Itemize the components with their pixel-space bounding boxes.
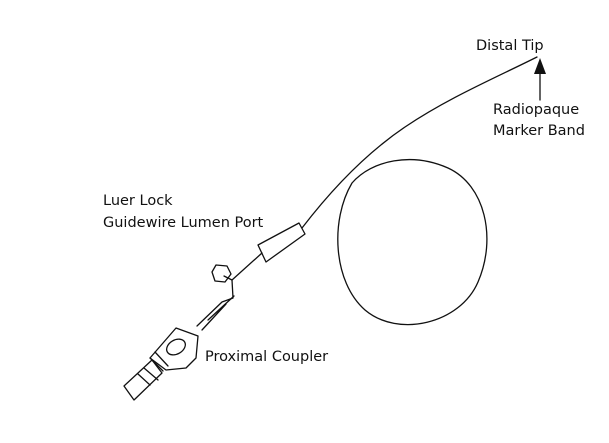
coupler-body (149, 327, 199, 371)
label-marker-band: Marker Band (493, 123, 585, 139)
label-distal-tip: Distal Tip (476, 38, 544, 54)
marker-arrowhead (534, 58, 546, 74)
catheter-shaft (301, 56, 538, 229)
proximal-shaft-upper (231, 252, 263, 281)
luer-hub (257, 222, 306, 263)
coupler-window (166, 338, 186, 356)
catheter-loop (337, 158, 488, 326)
strain-relief (201, 295, 235, 331)
coupler-connector (123, 359, 163, 401)
side-port-cap (211, 264, 232, 283)
proximal-shaft-lower (196, 279, 234, 327)
label-luer-lock: Luer Lock (103, 193, 173, 209)
label-proximal-coupler: Proximal Coupler (205, 349, 328, 365)
label-radiopaque: Radiopaque (493, 102, 579, 118)
label-guidewire-lumen-port: Guidewire Lumen Port (103, 215, 264, 231)
